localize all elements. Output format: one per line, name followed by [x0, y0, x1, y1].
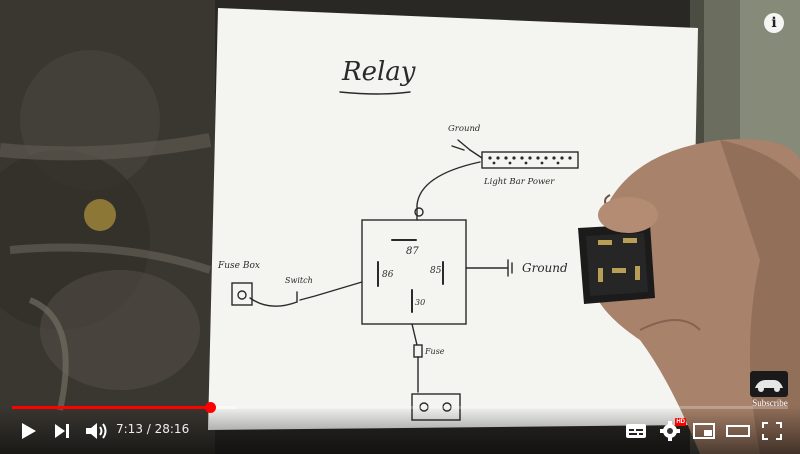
diagram-title: Relay	[341, 57, 416, 87]
label-86: 86	[382, 270, 394, 280]
next-button[interactable]	[48, 418, 76, 444]
subtitles-button[interactable]	[622, 418, 650, 444]
label-switch: Switch	[285, 276, 313, 285]
channel-logo	[750, 371, 788, 397]
fullscreen-button[interactable]	[758, 418, 786, 444]
subscribe-label: Subscribe	[752, 398, 788, 408]
hd-badge: HD	[675, 418, 686, 426]
label-fuse-box: Fuse Box	[217, 261, 260, 271]
car-icon	[755, 380, 783, 392]
time-display: 7:13 / 28:16	[116, 422, 190, 436]
label-fuse: Fuse	[424, 347, 445, 356]
played-bar	[12, 406, 210, 409]
volume-icon	[86, 423, 107, 439]
settings-icon	[660, 421, 680, 441]
volume-button[interactable]	[82, 418, 110, 444]
next-icon	[55, 424, 69, 438]
scrubber-handle[interactable]	[204, 402, 216, 413]
subscribe-button[interactable]: Subscribe	[750, 371, 790, 408]
label-ground-top: Ground	[448, 124, 481, 134]
play-button[interactable]	[14, 418, 42, 444]
label-30: 30	[415, 298, 425, 307]
miniplayer-button[interactable]	[690, 418, 718, 444]
info-icon[interactable]: i	[764, 13, 784, 33]
fullscreen-icon	[762, 422, 782, 440]
subtitles-icon	[626, 424, 646, 438]
progress-bar[interactable]	[12, 402, 788, 413]
player-controls: 7:13 / 28:16 HD	[0, 402, 800, 454]
play-icon	[22, 423, 36, 439]
theater-mode-button[interactable]	[724, 418, 752, 444]
label-85: 85	[430, 266, 442, 276]
label-ground-right: Ground	[522, 261, 568, 275]
label-light-bar: Light Bar Power	[483, 177, 555, 187]
label-87: 87	[406, 246, 419, 257]
miniplayer-icon	[693, 423, 715, 439]
settings-button[interactable]: HD	[656, 418, 686, 444]
theater-icon	[726, 425, 750, 437]
